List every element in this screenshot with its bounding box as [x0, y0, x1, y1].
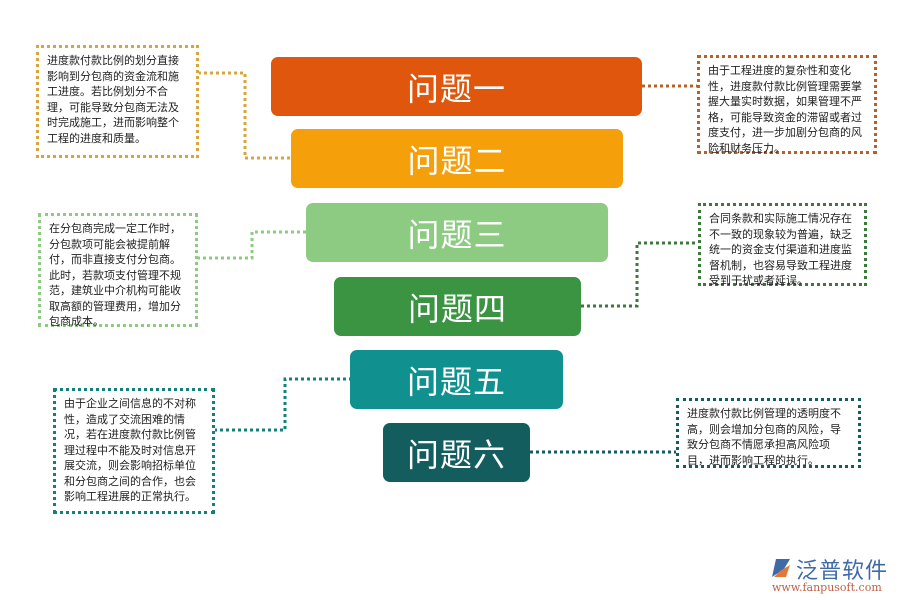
note-5: 由于企业之间信息的不对称性，造成了交流困难的情况，若在进度款付款比例管理过程中不…	[53, 388, 215, 514]
issue-4-bar: 问题四	[334, 277, 581, 336]
connector-note3-issue3	[197, 230, 306, 260]
note-2: 由于工程进度的复杂性和变化性，进度款付款比例管理需要掌握大量实时数据，如果管理不…	[697, 55, 877, 155]
note-4: 合同条款和实际施工情况存在不一致的现象较为普遍，缺乏统一的资金支付渠道和进度监督…	[698, 203, 867, 287]
issue-2-bar: 问题二	[291, 129, 623, 188]
issue-4-label: 问题四	[407, 289, 507, 328]
note-6: 进度款付款比例管理的透明度不高，则会增加分包商的风险，导致分包商不情愿承担高风险…	[676, 398, 861, 468]
fanpu-logo: 泛普软件 www.fanpusoft.com	[768, 553, 896, 597]
issue-5-label: 问题五	[406, 362, 506, 401]
note-3: 在分包商完成一定工作时，分包款项可能会被提前解付，而非直接支付分包商。此时，若款…	[38, 213, 198, 328]
fanpu-logo-icon	[772, 559, 790, 577]
issue-2-label: 问题二	[407, 141, 507, 180]
logo-name: 泛普软件	[796, 559, 889, 584]
issue-6-label: 问题六	[406, 435, 506, 474]
issue-1-bar: 问题一	[271, 57, 642, 116]
note-1: 进度款付款比例的划分直接影响到分包商的资金流和施工进度。若比例划分不合理，可能导…	[36, 45, 199, 158]
connector-note5-issue5	[214, 377, 350, 432]
issue-1-label: 问题一	[406, 69, 506, 108]
issue-6-bar: 问题六	[383, 423, 530, 482]
issue-5-bar: 问题五	[350, 350, 563, 409]
issue-3-bar: 问题三	[306, 203, 608, 262]
issue-3-label: 问题三	[407, 215, 507, 254]
logo-url: www.fanpusoft.com	[772, 581, 882, 594]
